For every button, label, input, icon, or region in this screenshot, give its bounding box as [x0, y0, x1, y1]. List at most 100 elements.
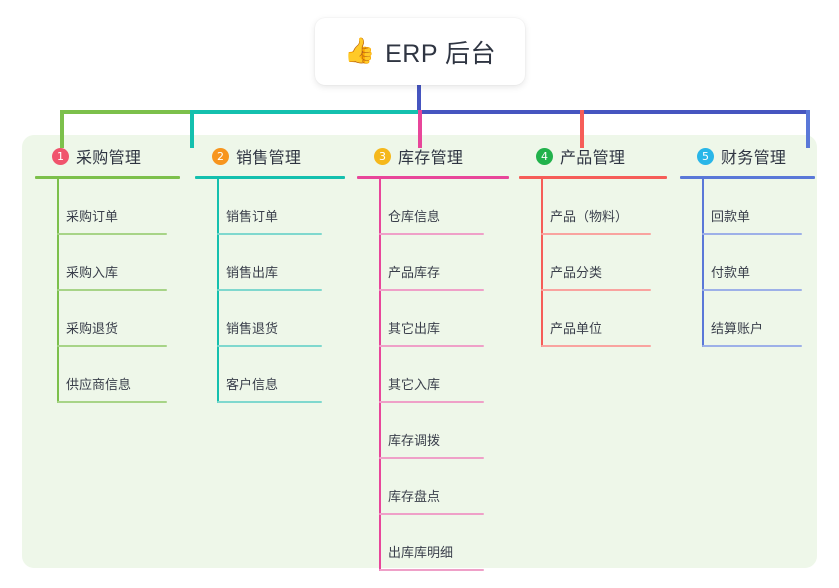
thumbs-up-icon: 👍	[343, 37, 376, 65]
column-title-3: 库存管理	[398, 150, 464, 167]
menu-item-label: 产品库存	[388, 265, 441, 280]
column-spine-4	[541, 179, 543, 347]
diagram-panel	[22, 135, 817, 568]
menu-item-rule	[702, 289, 802, 291]
menu-item-rule	[379, 233, 484, 235]
column-badge-5: 5	[697, 147, 714, 165]
menu-item-rule	[57, 289, 167, 291]
column-header-rule-3	[357, 176, 509, 179]
column-2: 2 销售管理销售订单销售出库销售退货客户信息	[195, 144, 345, 403]
column-items-3: 仓库信息产品库存其它出库其它入库库存调拨库存盘点出库库明细	[357, 179, 509, 571]
menu-item-rule	[379, 345, 484, 347]
column-items-2: 销售订单销售出库销售退货客户信息	[195, 179, 345, 403]
menu-item[interactable]: 回款单	[702, 179, 815, 235]
column-badge-4: 4	[536, 147, 553, 165]
root-title: ERP 后台	[385, 39, 497, 68]
drop-finance	[806, 110, 810, 148]
menu-item[interactable]: 销售退货	[217, 291, 345, 347]
menu-item-label: 采购订单	[66, 209, 119, 224]
column-spine-3	[379, 179, 381, 571]
column-items-5: 回款单付款单结算账户	[680, 179, 815, 347]
menu-item-label: 仓库信息	[388, 209, 441, 224]
menu-item-label: 库存盘点	[388, 489, 441, 504]
menu-item-rule	[541, 345, 651, 347]
column-title-2: 销售管理	[236, 150, 302, 167]
menu-item-label: 回款单	[711, 209, 751, 224]
column-header-4[interactable]: 4 产品管理	[519, 144, 667, 168]
root-node-card[interactable]: 👍 ERP 后台	[315, 18, 525, 85]
menu-item-rule	[379, 289, 484, 291]
menu-item-label: 产品单位	[550, 321, 603, 336]
trunk-line	[417, 85, 421, 112]
menu-item[interactable]: 销售订单	[217, 179, 345, 235]
menu-item-label: 采购入库	[66, 265, 119, 280]
menu-item[interactable]: 库存调拨	[379, 403, 509, 459]
menu-item[interactable]: 库存盘点	[379, 459, 509, 515]
menu-item-rule	[541, 233, 651, 235]
menu-item[interactable]: 结算账户	[702, 291, 815, 347]
menu-item[interactable]: 仓库信息	[379, 179, 509, 235]
menu-item-rule	[379, 513, 484, 515]
column-title-1: 采购管理	[76, 150, 142, 167]
menu-item-label: 销售订单	[226, 209, 279, 224]
menu-item[interactable]: 其它入库	[379, 347, 509, 403]
menu-item-label: 销售退货	[226, 321, 279, 336]
menu-item[interactable]: 采购入库	[57, 235, 180, 291]
column-title-4: 产品管理	[560, 150, 626, 167]
column-4: 4 产品管理产品（物料） 产品分类产品单位	[519, 144, 667, 347]
menu-item[interactable]: 采购订单	[57, 179, 180, 235]
menu-item-label: 供应商信息	[66, 377, 132, 392]
menu-item-label: 采购退货	[66, 321, 119, 336]
menu-item-rule	[217, 401, 322, 403]
menu-item-rule	[702, 233, 802, 235]
menu-item-label: 付款单	[711, 265, 751, 280]
column-spine-5	[702, 179, 704, 347]
menu-item[interactable]: 产品（物料）	[541, 179, 667, 235]
menu-item[interactable]: 产品单位	[541, 291, 667, 347]
drop-sales	[190, 110, 194, 148]
menu-item-label: 其它出库	[388, 321, 441, 336]
column-items-1: 采购订单采购入库采购退货供应商信息	[35, 179, 180, 403]
menu-item[interactable]: 采购退货	[57, 291, 180, 347]
column-header-rule-1	[35, 176, 180, 179]
menu-item-label: 客户信息	[226, 377, 279, 392]
column-1: 1 采购管理采购订单采购入库采购退货供应商信息	[35, 144, 180, 403]
column-spine-2	[217, 179, 219, 403]
column-3: 3 库存管理仓库信息产品库存其它出库其它入库库存调拨库存盘点出库库明细	[357, 144, 509, 571]
drop-product	[580, 110, 584, 148]
menu-item[interactable]: 其它出库	[379, 291, 509, 347]
menu-item[interactable]: 销售出库	[217, 235, 345, 291]
column-spine-1	[57, 179, 59, 403]
bus-segment-teal	[190, 110, 420, 114]
column-badge-1: 1	[52, 147, 69, 165]
column-badge-2: 2	[212, 147, 229, 165]
menu-item-rule	[379, 457, 484, 459]
menu-item[interactable]: 供应商信息	[57, 347, 180, 403]
menu-item-label: 结算账户	[711, 321, 764, 336]
menu-item-label: 出库库明细	[388, 545, 454, 560]
menu-item-label: 销售出库	[226, 265, 279, 280]
menu-item-label: 产品（物料）	[550, 209, 629, 224]
column-badge-3: 3	[374, 147, 391, 165]
menu-item[interactable]: 客户信息	[217, 347, 345, 403]
column-header-1[interactable]: 1 采购管理	[35, 144, 180, 168]
menu-item-rule	[57, 345, 167, 347]
menu-item[interactable]: 付款单	[702, 235, 815, 291]
menu-item-rule	[57, 401, 167, 403]
menu-item[interactable]: 产品库存	[379, 235, 509, 291]
drop-inventory	[418, 110, 422, 148]
menu-item-rule	[379, 569, 484, 571]
column-header-rule-4	[519, 176, 667, 179]
menu-item-rule	[57, 233, 167, 235]
menu-item-rule	[217, 345, 322, 347]
menu-item[interactable]: 出库库明细	[379, 515, 509, 571]
column-header-2[interactable]: 2 销售管理	[195, 144, 345, 168]
menu-item-rule	[217, 289, 322, 291]
column-header-rule-5	[680, 176, 815, 179]
menu-item[interactable]: 产品分类	[541, 235, 667, 291]
column-header-3[interactable]: 3 库存管理	[357, 144, 509, 168]
menu-item-rule	[379, 401, 484, 403]
menu-item-rule	[702, 345, 802, 347]
